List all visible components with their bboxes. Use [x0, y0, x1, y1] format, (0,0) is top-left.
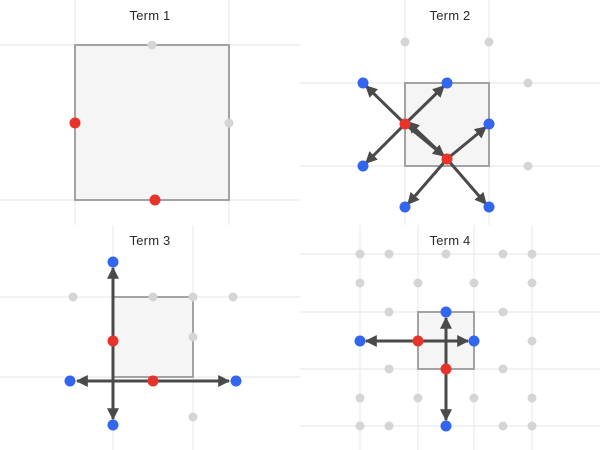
- lattice-point-blue: [441, 77, 453, 89]
- lattice-point-gray: [469, 393, 479, 403]
- lattice-point-red: [441, 153, 453, 165]
- lattice-point-blue: [468, 335, 480, 347]
- hop-arrow: [445, 158, 488, 205]
- lattice-point-gray: [498, 421, 508, 431]
- lattice-point-gray: [68, 292, 78, 302]
- lattice-point-gray: [384, 307, 394, 317]
- hop-arrow: [403, 84, 446, 126]
- lattice-point-gray: [400, 37, 410, 47]
- lattice-point-gray: [224, 118, 234, 128]
- panel-canvas-term-3: [0, 225, 300, 450]
- lattice-point-blue: [483, 201, 495, 213]
- lattice-point-red: [412, 335, 424, 347]
- lattice-point-gray: [527, 278, 537, 288]
- lattice-point-gray: [498, 307, 508, 317]
- lattice-point-gray: [498, 364, 508, 374]
- lattice-point-gray: [498, 249, 508, 259]
- lattice-point-gray: [527, 336, 537, 346]
- lattice-point-gray: [355, 393, 365, 403]
- lattice-point-gray: [523, 161, 533, 171]
- panel-term-2: Term 2: [300, 0, 600, 225]
- lattice-point-red: [440, 363, 452, 375]
- panel-title-term-2: Term 2: [429, 8, 471, 23]
- lattice-point-blue: [107, 256, 119, 268]
- panel-title-term-4: Term 4: [429, 233, 471, 248]
- lattice-point-gray: [484, 37, 494, 47]
- unit-square: [74, 44, 230, 201]
- lattice-point-gray: [384, 364, 394, 374]
- lattice-point-red: [147, 375, 159, 387]
- lattice-point-gray: [147, 40, 157, 50]
- hop-arrow: [406, 120, 449, 161]
- lattice-point-red: [399, 118, 411, 130]
- hop-arrow: [364, 122, 407, 165]
- hop-arrow: [446, 125, 487, 161]
- lattice-point-gray: [441, 249, 451, 259]
- lattice-point-gray: [355, 278, 365, 288]
- lattice-point-gray: [527, 421, 537, 431]
- hop-arrow: [364, 84, 407, 126]
- lattice-point-blue: [440, 420, 452, 432]
- lattice-point-gray: [228, 292, 238, 302]
- lattice-point-blue: [357, 77, 369, 89]
- lattice-point-gray: [355, 421, 365, 431]
- panel-term-1: Term 1: [0, 0, 300, 225]
- hop-arrow: [406, 158, 449, 205]
- lattice-point-gray: [384, 249, 394, 259]
- lattice-point-red: [69, 117, 81, 129]
- lattice-point-gray: [527, 393, 537, 403]
- lattice-point-gray: [413, 278, 423, 288]
- lattice-point-gray: [355, 249, 365, 259]
- lattice-point-blue: [64, 375, 76, 387]
- lattice-point-gray: [188, 412, 198, 422]
- lattice-point-gray: [384, 421, 394, 431]
- lattice-point-blue: [354, 335, 366, 347]
- unit-square: [112, 296, 194, 378]
- panel-title-term-3: Term 3: [129, 233, 171, 248]
- panel-title-term-1: Term 1: [129, 8, 171, 23]
- lattice-point-blue: [230, 375, 242, 387]
- lattice-point-blue: [357, 160, 369, 172]
- lattice-point-gray: [188, 292, 198, 302]
- lattice-point-gray: [469, 278, 479, 288]
- panel-canvas-term-2: [300, 0, 600, 225]
- lattice-point-gray: [527, 249, 537, 259]
- lattice-point-red: [149, 194, 161, 206]
- lattice-point-gray: [188, 332, 198, 342]
- lattice-point-gray: [413, 393, 423, 403]
- panel-canvas-term-4: [300, 225, 600, 450]
- panel-term-4: Term 4: [300, 225, 600, 450]
- lattice-point-blue: [399, 201, 411, 213]
- panel-canvas-term-1: [0, 0, 300, 225]
- lattice-point-gray: [523, 78, 533, 88]
- lattice-point-blue: [440, 306, 452, 318]
- lattice-point-gray: [148, 292, 158, 302]
- lattice-point-red: [107, 335, 119, 347]
- lattice-point-blue: [483, 118, 495, 130]
- panel-term-3: Term 3: [0, 225, 300, 450]
- lattice-point-blue: [107, 419, 119, 431]
